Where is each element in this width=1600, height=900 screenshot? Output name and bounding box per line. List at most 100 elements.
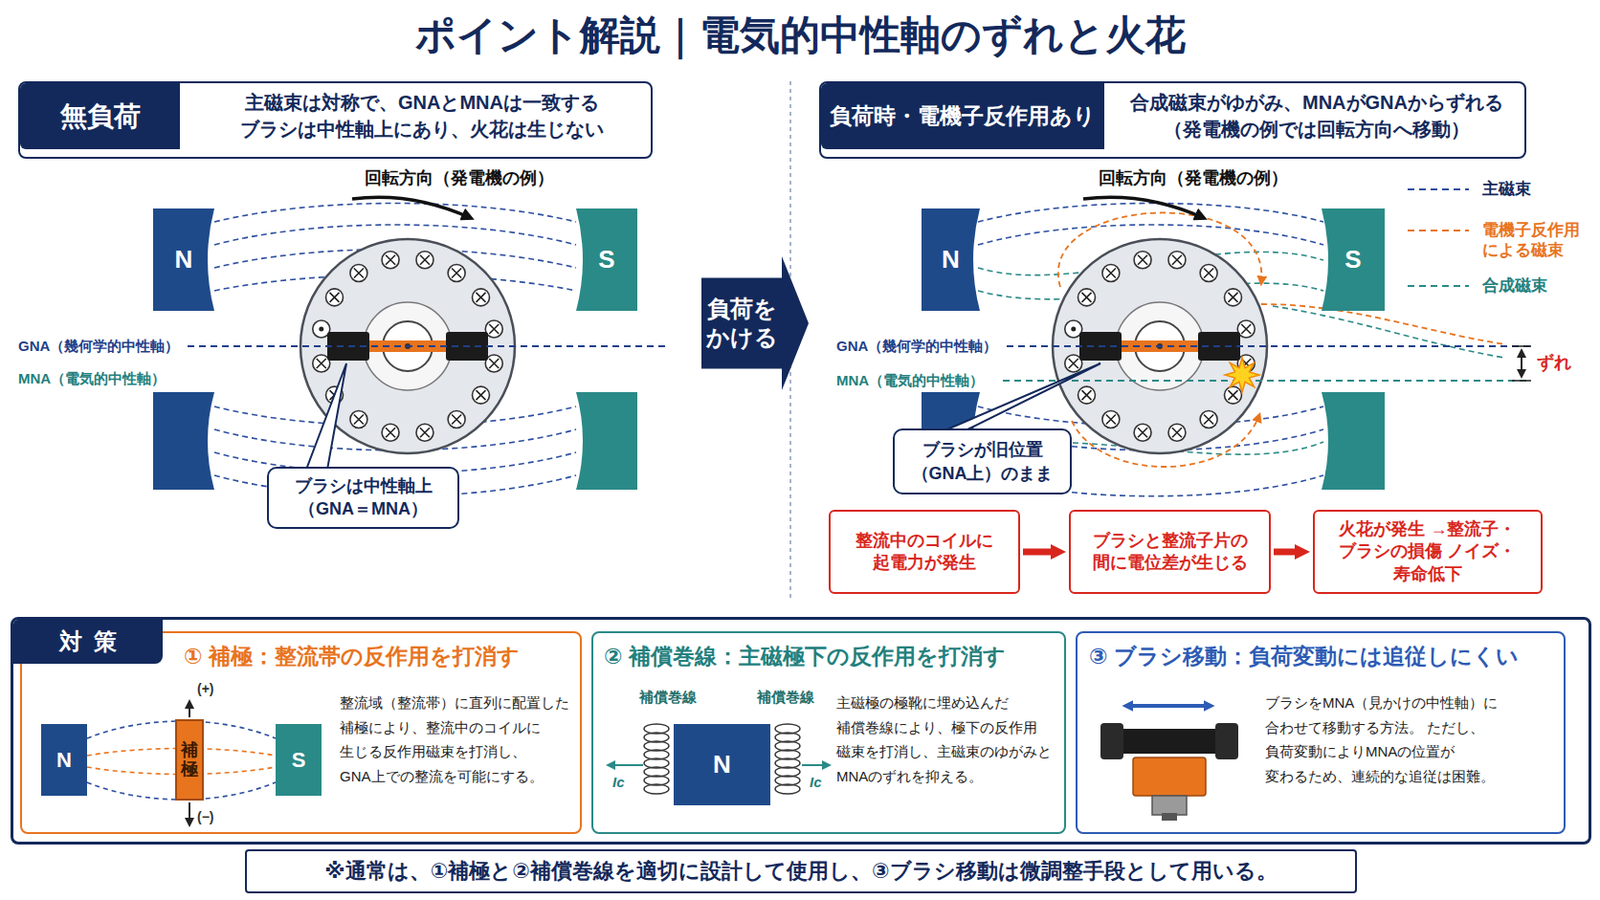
callout-box: ブラシは中性軸上 （GNA＝MNA） [266,466,460,530]
magnet-pole: N [153,208,215,312]
conductor-slot-part [1203,268,1214,279]
effect-box: ブラシと整流子片の 間に電位差が生じる [1068,510,1271,595]
brush-holder-part [1152,796,1187,816]
lower-pole-part [1321,392,1385,490]
conductor-slot-part [471,288,489,307]
node-text: 補極 [180,741,199,780]
conductor-slot-part [1068,358,1079,369]
mna-line [1002,379,1532,382]
conductor-slot-part [447,265,466,283]
polarity-label: (+) [197,681,215,698]
page-title: ポイント解説｜電気的中性軸のずれと火花 [0,11,1600,60]
flow-arrow [1273,549,1299,556]
conductor-slot-part [420,427,430,438]
coil-label: 補償巻線 [639,688,697,707]
legend-entry: 主磁束 [1407,178,1588,200]
magnet-pole: N [41,724,88,797]
node-outline-path [1321,208,1385,312]
lower-pole-part [576,392,638,490]
node-text: 火花が発生 →整流子・ブラシの損傷 ノイズ・寿命低下 [1324,518,1532,586]
conductor-slot-part [1172,255,1182,266]
lower-pole-part [153,392,215,490]
conductor-slot-part [1082,390,1092,400]
conductor-slot-part [451,414,462,424]
conductor-slot [1200,410,1218,428]
node-outline-path [576,208,638,312]
axis-label: MNA（電気的中性軸） [836,372,984,390]
conductor-slot [381,423,400,442]
conductor-slot-part [1241,324,1251,334]
effect-box: 火花が発生 →整流子・ブラシの損傷 ノイズ・寿命低下 [1312,510,1543,595]
conductor-slot-part [1070,327,1076,333]
conductor-slot [350,265,368,283]
brush-holder-part [1133,757,1206,797]
countermeasure-panel: 対策① 補極：整流帯の反作用を打消す整流域（整流帯）に直列に配置した 補極により… [10,617,1592,845]
magnet-pole: S [1321,208,1385,312]
node-text: S [1344,244,1361,275]
conductor-slot-part [1102,410,1120,428]
current-label: Ic [612,774,625,792]
conductor-slot [350,410,368,428]
conductor-slot-part [385,255,396,266]
conductor-slot [416,423,434,442]
armature-reaction-flux-part [1071,415,1260,467]
legend-swatch [1407,275,1469,297]
conductor-slot-part [1223,288,1242,307]
direction-label: 回転方向（発電機の例） [358,168,560,190]
conductor-slot-part [416,251,434,269]
resultant-flux-lines-part [1272,306,1505,358]
node-text: N [175,244,194,275]
conductor-slot [416,251,434,269]
armature-reaction-flux-part [1058,212,1263,288]
heading-text: 合成磁束がゆがみ、MNAがGNAからずれる （発電機の例では回転方向へ移動） [1113,88,1520,143]
conductor-slot-part [385,427,396,438]
offset-bracket-part [1511,346,1532,381]
method-box: ③ ブラシ移動：負荷変動には追従しにくいブラシをMNA（見かけの中性軸）に 合わ… [1075,631,1566,835]
brush-holder [1100,723,1239,822]
conductor-slot [471,288,489,307]
conductor-slot-part [330,292,340,303]
heading-text: 主磁束は対称で、GNAとMNAは一致する ブラシは中性軸上にあり、火花は生じない [201,88,643,143]
conductor-slot-part [1137,427,1148,438]
conductor-slot-part [416,423,434,442]
conductor-slot-part [1227,292,1238,303]
polarity-arrow [188,702,191,718]
conductor-slot [1133,251,1152,269]
conductor-slot-part [350,265,368,283]
offset-label: ずれ [1536,353,1572,375]
coil-label: 補償巻線 [756,688,815,707]
conductor-slot-part [1168,423,1186,442]
node-text: N [56,748,72,774]
conductor-slot-part [1223,386,1242,404]
axis-label: GNA（幾何学的中性軸） [18,337,179,356]
legend-swatch-line [1407,229,1469,232]
conductor-slot-part [1172,427,1182,438]
note-box: ※通常は、①補極と②補償巻線を適切に設計して使用し、③ブラシ移動は微調整手段とし… [244,849,1357,894]
interpole: 補極 [175,719,204,801]
node-text: ブラシは中性軸上 （GNA＝MNA） [280,474,446,522]
method-heading: ② 補償巻線：主磁極下の反作用を打消す [603,643,1054,672]
current-arrow [801,764,829,767]
magnet-pole: S [275,724,322,797]
node-text: N [941,244,960,275]
conductor-slot [1168,251,1186,269]
gna-line [187,345,668,348]
conductor-slot-part [1082,292,1092,303]
node-text: ※通常は、①補極と②補償巻線を適切に設計して使用し、③ブラシ移動は微調整手段とし… [324,857,1277,887]
offset-bracket-part [1520,351,1523,377]
current-arrow [608,764,644,767]
conductor-slot-part [420,255,430,266]
node-text: S [598,244,615,275]
conductor-slot [1078,386,1096,404]
conductor-slot-part [318,327,324,333]
conductor-slot-part [1106,414,1116,424]
conductor-slot-part [471,386,489,404]
conductor-slot-part [316,358,327,369]
magnet-pole: S [576,208,638,312]
node-text: ブラシが旧位置 （GNA上）のまま [906,438,1059,486]
gna-line [1006,345,1532,348]
compensating-coil-part [775,784,800,795]
conductor-slot [1168,423,1186,442]
direction-label: 回転方向（発電機の例） [1092,168,1294,190]
